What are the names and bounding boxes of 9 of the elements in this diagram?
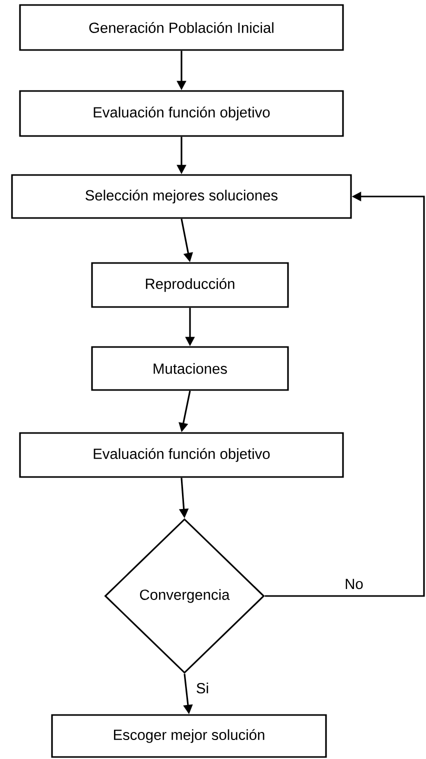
process-box: Mutaciones: [91, 346, 289, 391]
edge-label: Si: [194, 681, 210, 695]
process-box: Selección mejores soluciones: [11, 174, 352, 219]
edge-label: No: [343, 578, 365, 590]
process-box: Evaluación función objetivo: [19, 90, 344, 137]
process-box: Escoger mejor solución: [51, 714, 327, 758]
process-box: Generación Población Inicial: [19, 4, 344, 51]
process-box: Evaluación función objetivo: [19, 432, 344, 478]
process-box: Reproducción: [91, 262, 289, 308]
